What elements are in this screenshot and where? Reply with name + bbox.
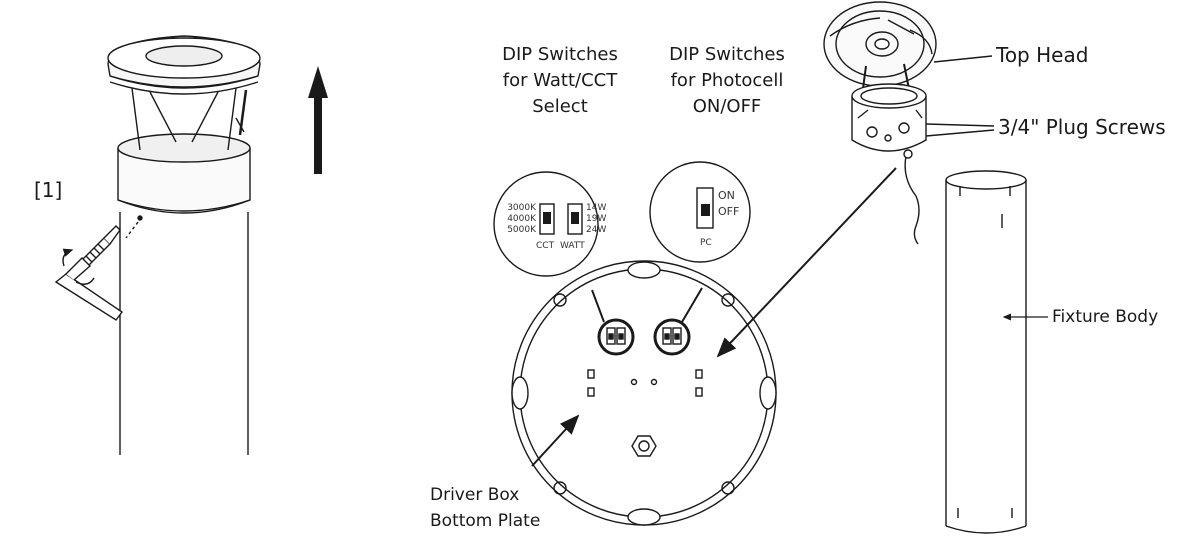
- step-number: [1]: [34, 178, 63, 202]
- pc-caption: PC: [700, 238, 712, 248]
- cct-option-5000k: 5000K: [507, 225, 536, 235]
- dip-watt-cct-line-1: DIP Switches: [502, 44, 618, 65]
- watt-option-14w: 14W: [586, 203, 607, 213]
- dip-photocell-line-3: ON/OFF: [692, 96, 762, 117]
- cct-option-4000k: 4000K: [507, 214, 536, 224]
- zoom-leaders: [591, 287, 703, 323]
- cable-to-plate-arrow: [716, 167, 897, 358]
- watt-options: 14W 19W 24W: [586, 203, 606, 236]
- photocell-bubble: [649, 161, 751, 263]
- dip-watt-cct-line-2: for Watt/CCT: [502, 70, 618, 91]
- driver-box-line-1: Driver Box: [430, 485, 520, 505]
- watt-option-24w: 24W: [586, 225, 607, 235]
- dip-photocell-line-1: DIP Switches: [669, 44, 785, 65]
- plug-screws-label: 3/4" Plug Screws: [998, 115, 1166, 139]
- lift-up-arrow: [308, 66, 328, 174]
- dip-watt-cct-label: DIP Switches for Watt/CCT Select: [470, 42, 650, 120]
- watt-option-19w: 19W: [586, 214, 607, 224]
- pc-off-label: OFF: [718, 205, 740, 218]
- bollard-assembly: [54, 35, 261, 455]
- cct-watt-bubble: [493, 171, 599, 277]
- driver-box-plate: [511, 260, 777, 526]
- top-head-label: Top Head: [996, 43, 1089, 67]
- cct-option-3000k: 3000K: [507, 203, 536, 213]
- driver-box-arrow: [531, 414, 580, 467]
- dip-watt-cct-line-3: Select: [532, 96, 588, 117]
- pc-on-label: ON: [718, 189, 735, 202]
- top-head: [823, 1, 995, 245]
- cct-caption: CCT: [536, 241, 555, 251]
- dip-photocell-line-2: for Photocell: [670, 70, 784, 91]
- fixture-body-label: Fixture Body: [1052, 307, 1159, 327]
- cct-options: 3000K 4000K 5000K: [500, 203, 536, 236]
- driver-box-line-2: Bottom Plate: [430, 511, 541, 531]
- fixture-body-tube: [945, 170, 1027, 534]
- driver-box-label: Driver Box Bottom Plate: [430, 482, 540, 534]
- dip-photocell-label: DIP Switches for Photocell ON/OFF: [652, 42, 802, 120]
- watt-caption: WATT: [560, 241, 585, 251]
